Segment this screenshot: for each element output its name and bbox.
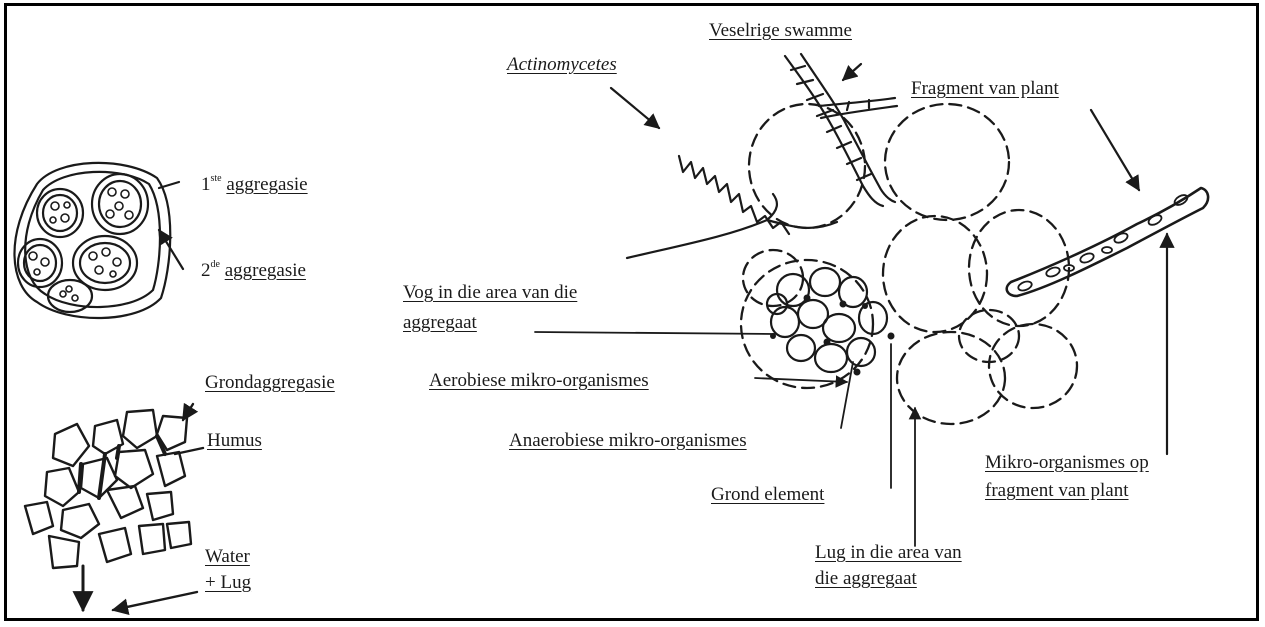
label-fragment-van-plant: Fragment van plant (911, 78, 1059, 100)
actinomycetes-filament (611, 88, 837, 258)
label-aerobiese: Aerobiese mikro-organismes (429, 370, 649, 392)
aggregasie-1-superscript: ste (211, 173, 222, 184)
aggregasie-2-number: 2 (201, 260, 211, 281)
label-vog-line1: Vog in die area van die (403, 282, 577, 304)
label-lug: + Lug (205, 572, 251, 594)
diagram-frame: Actinomycetes Veselrige swamme Fragment … (4, 3, 1259, 621)
aggregasie-2-superscript: de (211, 259, 220, 270)
soil-particles (25, 404, 203, 610)
label-grond-element: Grond element (711, 484, 824, 506)
dashed-aggregates (741, 104, 1077, 424)
label-lug-area-line2: die aggregaat (815, 568, 917, 590)
label-lug-area-line1: Lug in die area van (815, 542, 962, 564)
plant-fragment (1007, 110, 1208, 454)
label-water: Water (205, 546, 250, 568)
aggregasie-2-text: aggregasie (225, 260, 306, 281)
aggregate-cluster (14, 163, 183, 318)
label-aggregasie-1: 1ste aggregasie (201, 174, 308, 196)
label-vog-line2: aggregaat (403, 312, 477, 334)
label-humus: Humus (207, 430, 262, 452)
central-aggregate (767, 268, 895, 376)
label-anaerobiese: Anaerobiese mikro-organismes (509, 430, 747, 452)
label-mikro-line1: Mikro-organismes op (985, 452, 1149, 474)
label-aggregasie-2: 2de aggregasie (201, 260, 306, 282)
aggregasie-1-text: aggregasie (226, 174, 307, 195)
label-grondaggregasie: Grondaggregasie (205, 372, 335, 394)
soil-aggregate-illustration (7, 6, 1259, 621)
fungal-hyphae (785, 54, 897, 206)
label-veselrige-swamme: Veselrige swamme (709, 20, 852, 42)
aggregasie-1-number: 1 (201, 174, 211, 195)
label-actinomycetes: Actinomycetes (507, 54, 617, 76)
label-mikro-line2: fragment van plant (985, 480, 1129, 502)
